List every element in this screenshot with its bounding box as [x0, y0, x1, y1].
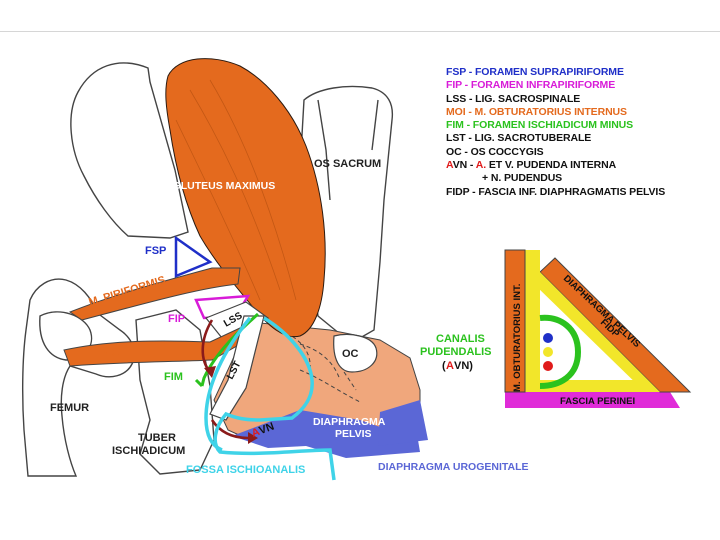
legend-item-avn: AVN - A. ET V. PUDENDA INTERNA	[446, 159, 665, 172]
avn-arrowhead	[204, 366, 216, 378]
piriformis-muscle	[68, 267, 241, 321]
legend-text: - FORAMEN SUPRAPIRIFORME	[465, 66, 624, 78]
label-fim: FIM	[164, 371, 183, 383]
tri-fascia-perinei	[505, 392, 680, 408]
legend-abbr: LSS	[446, 92, 467, 105]
label-tri-obturatorius: M. OBTURATORIUS INT.	[512, 284, 523, 392]
tri-vessel-red	[543, 361, 553, 371]
fsp-foramen	[174, 235, 213, 278]
fossa-ischioanalis	[213, 316, 336, 481]
legend-abbr: FSP	[446, 66, 466, 78]
sacrum-line	[371, 99, 379, 151]
diaphragma-urogenitale	[232, 410, 420, 458]
lig-sacrospinale	[205, 301, 270, 339]
legend-abbr: FIDP	[446, 185, 470, 198]
fim-foramen-lower	[194, 378, 204, 388]
legend-abbr: MOI	[446, 105, 466, 118]
legend-item-pudendus: + N. PUDENDUS	[446, 172, 665, 185]
label-pudendalis: PUDENDALIS	[420, 346, 492, 358]
legend-text: - LIG. SACROSPINALE	[466, 92, 581, 105]
label-oc: OC	[342, 348, 359, 360]
tri-fascia-obturatoria	[525, 250, 540, 392]
label-canalis-open: (	[442, 360, 446, 372]
legend-abbr: OC	[446, 145, 462, 158]
avn-arrowhead	[248, 432, 258, 444]
fossa-ischioanalis-inner	[204, 316, 252, 452]
label-canalis: CANALIS	[436, 333, 485, 345]
legend-text: - FASCIA INF. DIAPHRAGMATIS PELVIS	[469, 185, 666, 198]
label-urogenitale: DIAPHRAGMA UROGENITALE	[378, 461, 529, 473]
legend-item-fip: FIP - FORAMEN INFRAPIRIFORME	[446, 79, 665, 92]
legend-text-post: ET V. PUDENDA INTERNA	[486, 159, 617, 172]
tri-obturatorius	[504, 249, 526, 393]
legend-item-oc: OC - OS COCCYGIS	[446, 146, 665, 159]
label-fossa: FOSSA ISCHIOANALIS	[186, 464, 305, 476]
legend-text-pre: -	[467, 159, 476, 172]
legend-text: - OS COCCYGIS	[461, 145, 544, 158]
legend-item-lst: LST - LIG. SACROTUBERALE	[446, 132, 665, 145]
label-canalis-a: A	[446, 360, 454, 372]
lig-sacrotuberale	[209, 315, 265, 421]
legend-item-fidp: FIDP - FASCIA INF. DIAPHRAGMATIS PELVIS	[446, 186, 665, 199]
legend: FSP - FORAMEN SUPRAPIRIFORME FIP - FORAM…	[446, 66, 665, 199]
top-divider	[0, 31, 720, 32]
legend-abbr: FIM	[446, 119, 464, 132]
label-fip: FIP	[168, 313, 185, 325]
tri-vessel-blue	[543, 333, 553, 343]
gluteus-maximus	[165, 58, 326, 338]
sacrum-line	[317, 99, 331, 201]
label-canalis-rest: VN)	[454, 360, 473, 372]
label-fsp: FSP	[145, 245, 166, 257]
label-moi: MOI	[102, 347, 123, 359]
legend-item-fsp: FSP - FORAMEN SUPRAPIRIFORME	[446, 66, 665, 79]
ilium-outline	[70, 62, 189, 239]
legend-abbr: LST	[446, 132, 466, 145]
label-femur: FEMUR	[50, 402, 89, 414]
tri-vessel-yellow	[543, 347, 553, 357]
fim-foramen	[200, 312, 259, 387]
gluteus-fibers	[175, 79, 297, 301]
urogenitale-right	[378, 400, 428, 446]
label-tri-perinei: FASCIA PERINEI	[560, 396, 635, 407]
label-ischiadicum: ISCHIADICUM	[112, 445, 185, 457]
legend-abbr-a: A	[446, 159, 453, 172]
legend-text: - FORAMEN INFRAPIRIFORME	[461, 79, 616, 92]
legend-text: - LIG. SACROTUBERALE	[465, 132, 592, 145]
label-avn: A VN	[250, 421, 276, 440]
legend-item-fim: FIM - FORAMEN ISCHIADICUM MINUS	[446, 119, 665, 132]
legend-text-red: A.	[475, 159, 487, 172]
legend-item-moi: MOI - M. OBTURATORIUS INTERNUS	[446, 106, 665, 119]
label-os-sacrum: OS SACRUM	[314, 158, 381, 170]
label-avn-a: A	[250, 426, 262, 440]
canalis-schematic	[504, 249, 692, 408]
label-diaphragma-pelvis: DIAPHRAGMA	[313, 416, 386, 428]
label-avn-rest: VN	[257, 421, 276, 438]
label-gluteus: M. GLUTEUS MAXIMUS	[158, 180, 275, 192]
label-canalis-avn: ( A VN)	[442, 360, 473, 372]
tri-canal-arc	[539, 314, 582, 389]
legend-abbr-rest: VN	[452, 159, 468, 172]
legend-item-lss: LSS - LIG. SACROSPINALE	[446, 93, 665, 106]
legend-text: + N. PUDENDUS	[482, 172, 563, 185]
label-pelvis: PELVIS	[335, 428, 372, 440]
coccyx-outline	[333, 333, 378, 373]
tri-fidp-band	[535, 272, 660, 392]
legend-text: - M. OBTURATORIUS INTERNUS	[465, 105, 627, 118]
legend-abbr: FIP	[446, 79, 462, 92]
legend-text: - FORAMEN ISCHIADICUM MINUS	[463, 119, 634, 132]
label-tuber: TUBER	[138, 432, 176, 444]
